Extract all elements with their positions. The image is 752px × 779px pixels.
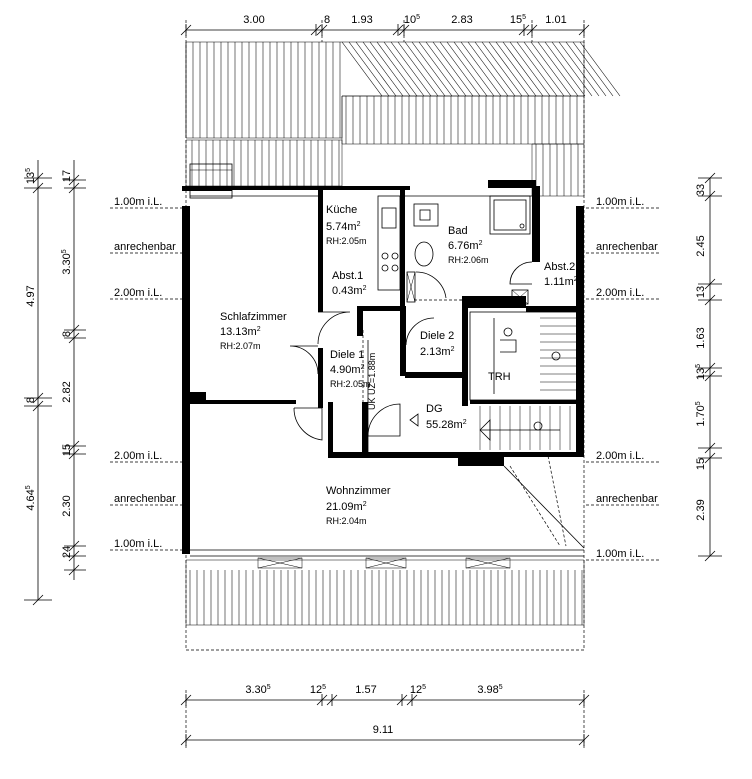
stair-label: TRH xyxy=(488,371,511,383)
room-area-schlafzimmer: 13.13m2 xyxy=(220,326,261,338)
bathroom-fixtures xyxy=(413,195,531,305)
left-dimension-chains xyxy=(24,160,86,606)
left-outer-dimension-1: 4.97 xyxy=(25,285,37,306)
room-name-abst1: Abst.1 xyxy=(332,270,363,282)
left-inner-dimension-4: 15 xyxy=(61,444,73,456)
right-dimension-3: 1.63 xyxy=(695,327,707,348)
room-area-diele2: 2.13m2 xyxy=(420,346,455,358)
level-label-left-3: 2.00m i.L. xyxy=(114,450,162,462)
level-label-left-2: 2.00m i.L. xyxy=(114,287,162,299)
right-dimension-7: 2.39 xyxy=(695,499,707,520)
level-label-right-2: 2.00m i.L. xyxy=(596,287,644,299)
dimension-labels: 3.00 8 1.93 105 2.83 155 1.01 3.305 125 1.57 125 3.… xyxy=(25,14,707,736)
room-name-diele2: Diele 2 xyxy=(420,330,454,342)
top-dimension-0: 3.00 xyxy=(243,14,264,26)
left-inner-dimension-3: 2.82 xyxy=(61,381,73,402)
clearance-note: UK UZ=1.88m xyxy=(367,353,377,410)
level-label-left-1: anrechenbar xyxy=(114,241,176,253)
top-dimension-4: 2.83 xyxy=(451,14,472,26)
top-dimension-chain xyxy=(180,24,590,36)
top-dimension-1: 8 xyxy=(324,14,330,26)
bottom-dimension-2: 1.57 xyxy=(355,684,376,696)
top-dimension-5: 155 xyxy=(510,14,526,26)
left-inner-dimension-5: 2.30 xyxy=(61,495,73,516)
partition-outlines xyxy=(190,195,585,557)
level-label-right-0: 1.00m i.L. xyxy=(596,196,644,208)
right-dimension-chain xyxy=(698,172,722,562)
right-dimension-6: 15 xyxy=(695,458,707,470)
right-dimension-0: 33 xyxy=(695,184,707,196)
room-name-bad: Bad xyxy=(448,225,468,237)
bottom-dimension-1: 125 xyxy=(310,684,326,696)
staircase xyxy=(469,311,581,450)
right-dimension-4: 135 xyxy=(695,364,707,380)
level-labels: 1.00m i.L. anrechenbar 2.00m i.L. 2.00m i.L… xyxy=(114,196,658,560)
room-name-abst2: Abst.2 xyxy=(544,261,575,273)
room-name-dg: DG xyxy=(426,403,443,415)
roof-hatching xyxy=(185,41,621,626)
room-area-kueche: 5.74m2 xyxy=(326,221,361,233)
top-dimension-2: 1.93 xyxy=(351,14,372,26)
left-inner-dimension-2: 8 xyxy=(61,331,73,337)
room-area-abst2: 1.11m2 xyxy=(544,276,578,288)
extension-lines xyxy=(185,20,585,750)
level-lines xyxy=(110,207,660,561)
right-dimension-1: 2.45 xyxy=(695,235,707,256)
room-area-abst1: 0.43m2 xyxy=(332,285,367,297)
left-outer-dimension-2: 8 xyxy=(25,397,37,403)
bottom-dimension-0: 3.305 xyxy=(245,684,270,696)
room-area-bad: 6.76m2 xyxy=(448,240,483,252)
room-name-kueche: Küche xyxy=(326,204,357,216)
level-label-right-3: 2.00m i.L. xyxy=(596,450,644,462)
level-label-left-5: 1.00m i.L. xyxy=(114,538,162,550)
walls xyxy=(182,180,584,554)
left-inner-dimension-6: 24 xyxy=(61,546,73,558)
left-outer-dimension-0: 135 xyxy=(25,168,37,184)
room-area-dg: 55.28m2 xyxy=(426,419,467,431)
level-label-left-0: 1.00m i.L. xyxy=(114,196,162,208)
room-name-schlafzimmer: Schlafzimmer xyxy=(220,311,287,323)
room-rh-wohnzimmer: RH:2.04m xyxy=(326,516,367,526)
bottom-dimension-3: 125 xyxy=(410,684,426,696)
room-rh-diele1: RH:2.05m xyxy=(330,379,371,389)
room-rh-kueche: RH:2.05m xyxy=(326,236,367,246)
top-dimension-3: 105 xyxy=(404,14,420,26)
top-dimension-6: 1.01 xyxy=(545,14,566,26)
dormer-window-left xyxy=(189,163,233,199)
level-label-right-1: anrechenbar xyxy=(596,241,658,253)
left-inner-dimension-0: 17 xyxy=(61,170,73,182)
bottom-dimension-chain xyxy=(180,694,590,746)
level-label-left-4: anrechenbar xyxy=(114,493,176,505)
room-name-wohnzimmer: Wohnzimmer xyxy=(326,485,391,497)
room-name-diele1: Diele 1 xyxy=(330,349,364,361)
right-dimension-2: 13 xyxy=(695,286,707,298)
room-rh-bad: RH:2.06m xyxy=(448,255,489,265)
right-dimension-5: 1.705 xyxy=(695,401,707,426)
bottom-windows xyxy=(257,557,511,569)
level-label-right-5: 1.00m i.L. xyxy=(596,548,644,560)
kitchen-counter xyxy=(377,195,416,303)
room-area-wohnzimmer: 21.09m2 xyxy=(326,501,367,513)
left-outer-dimension-3: 4.645 xyxy=(25,485,37,510)
doors xyxy=(289,261,533,441)
bottom-total-dimension: 9.11 xyxy=(373,724,394,736)
room-area-diele1: 4.90m2 xyxy=(330,364,365,376)
bottom-dimension-4: 3.985 xyxy=(477,684,502,696)
room-labels: Küche 5.74m2 RH:2.05m Bad 6.76m2 RH:2.06… xyxy=(220,204,578,526)
room-rh-schlafzimmer: RH:2.07m xyxy=(220,341,261,351)
left-inner-dimension-1: 3.305 xyxy=(61,249,73,274)
level-label-right-4: anrechenbar xyxy=(596,493,658,505)
